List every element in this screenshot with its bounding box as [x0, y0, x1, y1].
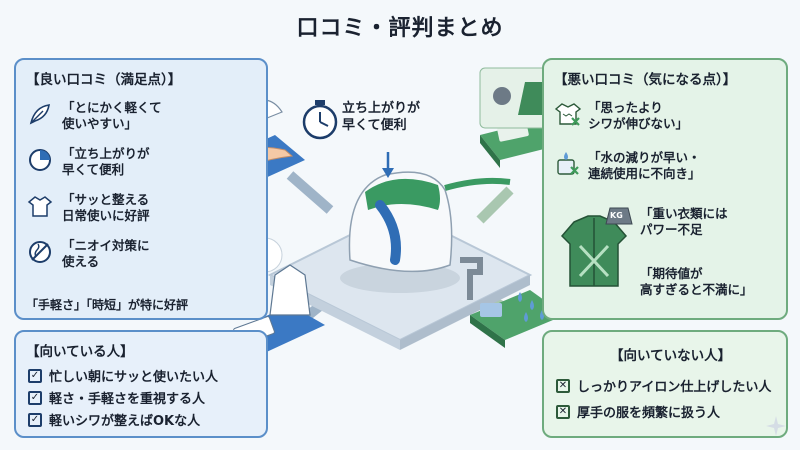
faucet-icon: [460, 257, 483, 300]
bad-review-text: 「思ったより シワが伸びない」: [588, 100, 689, 131]
good-review-text: 「立ち上がりが 早くて便利: [62, 146, 150, 177]
stopwatch-icon: [302, 100, 338, 140]
recommended-for-item: ✓ 軽さ・手軽さを重視する人: [28, 388, 205, 407]
not-recommended-for-text: しっかりアイロン仕上げしたい人: [577, 380, 772, 395]
connector-bad: [476, 186, 514, 224]
sparkle-icon: [766, 416, 786, 436]
shirt-icon: [26, 192, 54, 220]
no-odor-icon: [26, 238, 54, 266]
germ-icon: [493, 87, 511, 105]
checkbox-checked-icon: ✓: [28, 390, 42, 405]
recommended-for-item: ✓ 忙しい朝にサッと使いたい人: [28, 366, 218, 385]
not-recommended-for-item: ✕ しっかりアイロン仕上げしたい人: [556, 376, 771, 395]
connector-good: [286, 171, 334, 214]
recommended-for-item: ✓ 軽いシワが整えばOKな人: [28, 410, 200, 429]
not-recommended-for-text: 厚手の服を頻繁に扱う人: [577, 406, 721, 421]
clock-icon: [26, 146, 54, 174]
tile-water: [470, 290, 565, 340]
recommended-for-text: 軽いシワが整えばOKな人: [49, 414, 201, 429]
bad-review-text: 「重い衣類には パワー不足: [640, 206, 728, 237]
good-review-item: 「サッと整える 日常使いに好評: [26, 192, 150, 224]
not-recommended-for-item: ✕ 厚手の服を頻繁に扱う人: [556, 402, 720, 421]
recommended-for-text: 忙しい朝にサッと使いたい人: [49, 370, 219, 385]
bad-review-text: 「水の減りが早い・ 連続使用に不向き」: [588, 150, 701, 181]
not-recommended-for-title: 【向いていない人】: [610, 348, 732, 364]
not-recommended-for-panel: 【向いていない人】 ✕ しっかりアイロン仕上げしたい人 ✕ 厚手の服を頻繁に扱う…: [542, 330, 788, 438]
good-review-text: 「ニオイ対策に 使える: [62, 238, 150, 269]
water-tank-x-icon: [554, 150, 582, 178]
page-title: 口コミ・評判まとめ: [296, 16, 504, 41]
heavy-jacket-kg-icon: [560, 207, 633, 287]
good-review-item: 「立ち上がりが 早くて便利: [26, 146, 150, 178]
good-review-item: 「とにかく軽くて 使いやすい」: [26, 100, 162, 132]
bad-review-item: 「水の減りが早い・ 連続使用に不向き」: [554, 150, 701, 182]
good-reviews-title: 【良い口コミ（満足点）】: [26, 72, 182, 88]
bad-reviews-title: 【悪い口コミ（気になる点）】: [554, 72, 737, 88]
recommended-for-title: 【向いている人】: [26, 344, 134, 360]
bad-review-item: 「重い衣類には パワー不足: [640, 206, 728, 238]
good-reviews-panel: 【良い口コミ（満足点）】 「とにかく軽くて 使いやすい」 「立ち上がりが 早くて…: [14, 58, 268, 320]
good-review-item: 「ニオイ対策に 使える: [26, 238, 150, 270]
feather-icon: [26, 100, 54, 128]
good-summary: 「手軽さ」「時短」が特に好評: [26, 298, 189, 312]
water-tank-icon: [480, 303, 502, 317]
good-review-text: 「とにかく軽くて 使いやすい」: [62, 100, 162, 131]
wrinkled-shirt-x-icon: [554, 100, 582, 128]
checkbox-checked-icon: ✓: [28, 368, 42, 383]
recommended-for-text: 軽さ・手軽さを重視する人: [49, 392, 206, 407]
bad-reviews-panel: 【悪い口コミ（気になる点）】 「思ったより シワが伸びない」 「水の減りが早い・…: [542, 58, 788, 320]
kg-label: KG: [610, 211, 623, 220]
checkbox-checked-icon: ✓: [28, 412, 42, 427]
bad-review-text: 「期待値が 高すぎると不満に」: [640, 266, 753, 297]
checkbox-x-icon: ✕: [556, 404, 570, 419]
handheld-steamer-icon: [340, 171, 511, 293]
good-review-text: 「サッと整える 日常使いに好評: [62, 192, 150, 223]
checkbox-x-icon: ✕: [556, 378, 570, 393]
center-label: 立ち上がりが 早くて便利: [342, 101, 421, 133]
hanging-shirt-icon: [269, 264, 311, 316]
bad-review-item: 「思ったより シワが伸びない」: [554, 100, 688, 132]
bad-review-item: 「期待値が 高すぎると不満に」: [640, 266, 753, 298]
center-platform-side-right: [400, 275, 530, 350]
recommended-for-panel: 【向いている人】 ✓ 忙しい朝にサッと使いたい人 ✓ 軽さ・手軽さを重視する人 …: [14, 330, 268, 438]
